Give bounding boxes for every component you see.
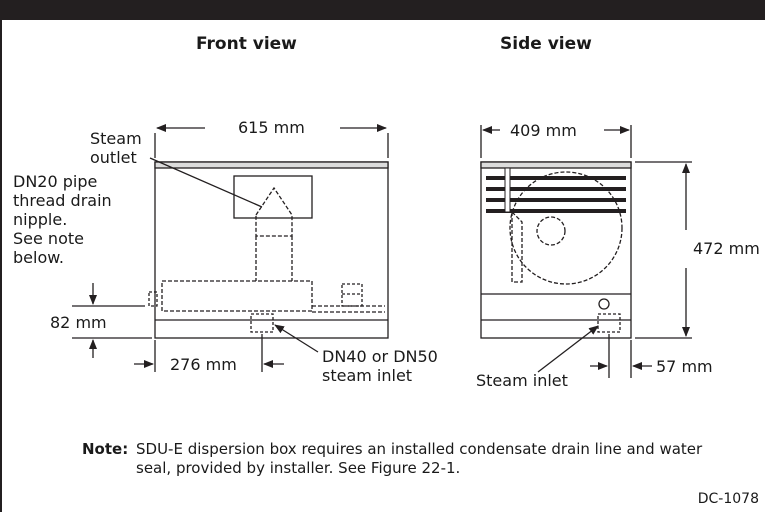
drain-label-line5: below. <box>13 248 64 267</box>
side-inlet-circle <box>536 216 566 246</box>
side-height-label: 472 mm <box>693 239 760 258</box>
note-body: SDU-E dispersion box requires an install… <box>136 440 703 477</box>
side-offset-label: 57 mm <box>656 357 713 376</box>
front-top-lid <box>154 161 389 169</box>
left-border <box>0 20 2 512</box>
front-view-title: Front view <box>196 34 297 54</box>
front-drain-nipple <box>148 291 158 307</box>
drain-label-line4: See note <box>13 229 84 248</box>
front-inlet-label-line1: DN40 or DN50 <box>322 347 438 366</box>
drain-label-line1: DN20 pipe <box>13 172 98 191</box>
outlet-leader-line <box>149 157 263 208</box>
side-riser <box>511 211 523 283</box>
front-view-drawing <box>72 124 389 372</box>
side-view-drawing <box>480 125 692 378</box>
front-height-label: 82 mm <box>50 313 107 332</box>
side-width-label: 409 mm <box>510 121 577 140</box>
side-inlet-label: Steam inlet <box>476 371 568 390</box>
side-view-title: Side view <box>500 34 592 54</box>
drain-label-line3: nipple. <box>13 210 68 229</box>
side-steam-chamber-circle <box>509 171 623 285</box>
outlet-label-line2: outlet <box>90 148 137 167</box>
side-top-lid <box>480 161 632 169</box>
front-inlet-label-line2: steam inlet <box>322 366 413 385</box>
front-steam-outlet-nozzle <box>255 186 293 237</box>
outlet-label-line1: Steam <box>90 129 142 148</box>
front-width-label: 615 mm <box>238 118 305 137</box>
front-steam-chamber <box>161 280 313 312</box>
front-float-housing <box>341 283 363 307</box>
front-outlet-window <box>233 175 313 219</box>
side-inlet-leader <box>537 325 599 373</box>
note-block: Note: SDU-E dispersion box requires an in… <box>82 440 736 478</box>
side-steam-inlet-stub <box>597 313 621 333</box>
side-drain-port <box>598 298 610 310</box>
front-steam-inlet-stub <box>250 313 274 333</box>
drain-label-line2: thread drain <box>13 191 112 210</box>
side-outlet-pipe <box>504 167 511 213</box>
top-bar <box>0 0 765 20</box>
figure-code: DC-1078 <box>697 491 759 507</box>
note-heading: Note: <box>82 440 129 458</box>
front-offset-label: 276 mm <box>170 355 237 374</box>
front-inlet-leader <box>274 324 319 353</box>
